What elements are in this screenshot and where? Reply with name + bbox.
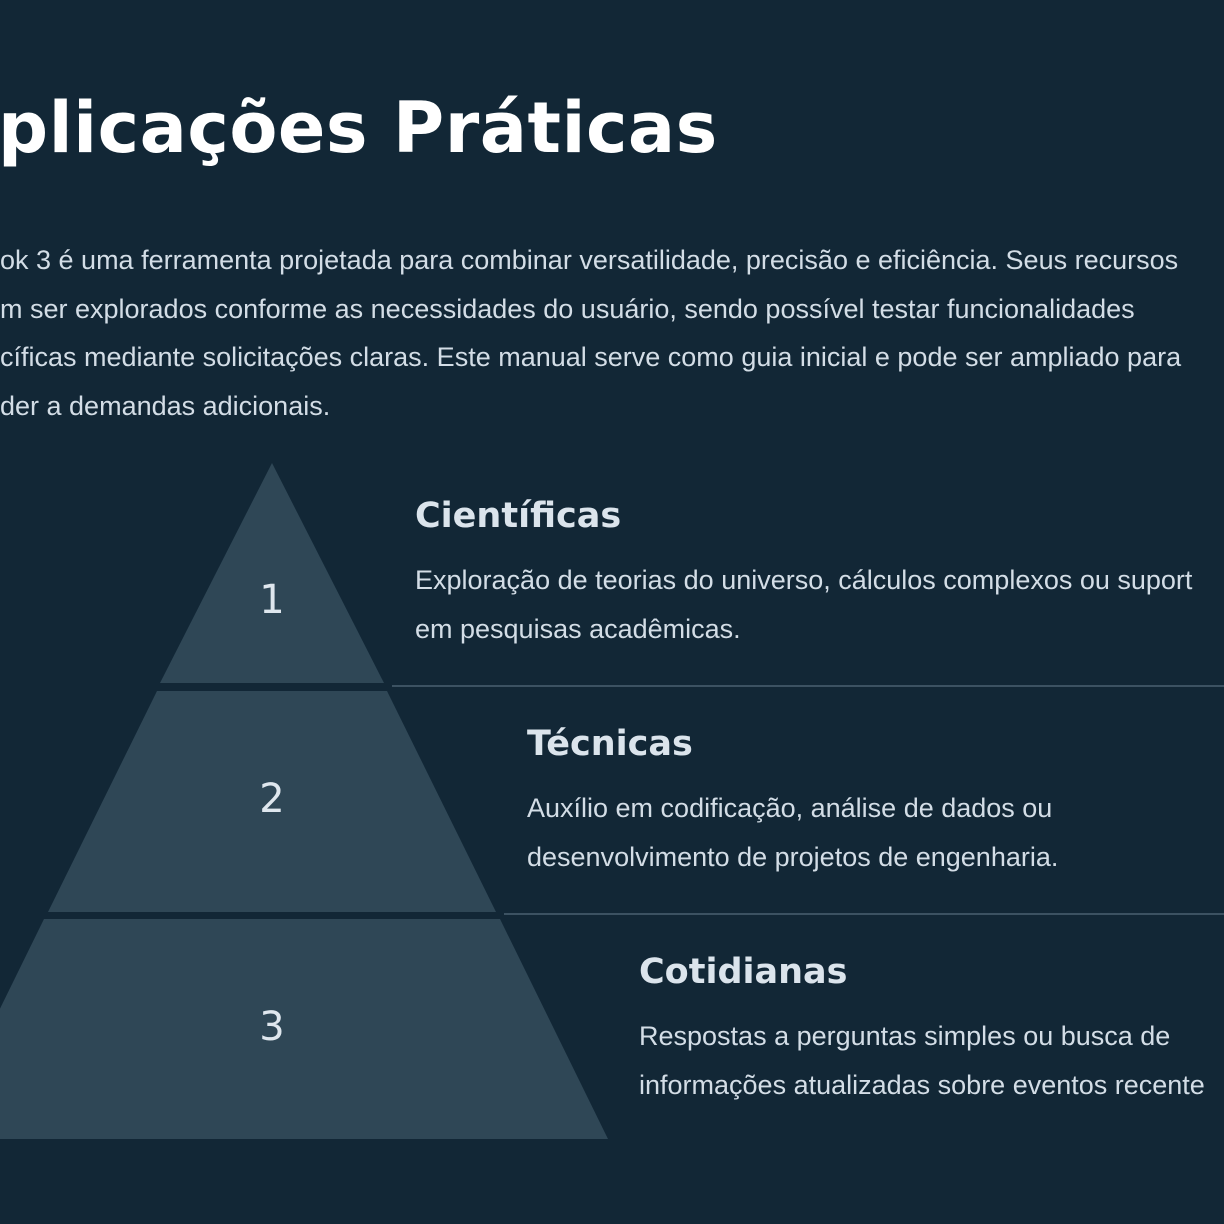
tier-divider-1: [392, 685, 1224, 687]
pyramid-tier-2: [48, 691, 496, 912]
tier-2-description-line: Auxílio em codificação, análise de dados…: [527, 793, 1053, 823]
tier-3-description-line: informações atualizadas sobre eventos re…: [639, 1069, 1205, 1100]
tier-3-title: Cotidianas: [639, 952, 848, 992]
intro-line: cíficas mediante solicitações claras. Es…: [0, 342, 1182, 372]
intro-line: der a demandas adicionais.: [0, 390, 331, 421]
tier-divider-2: [504, 913, 1224, 915]
pyramid-tier-3-number: 3: [259, 1004, 284, 1050]
tier-2-description: Auxílio em codificação, análise de dados…: [527, 784, 1058, 881]
tier-3-description-block: Cotidianas Respostas a perguntas simples…: [639, 950, 1205, 1109]
tier-2-description-line: desenvolvimento de projetos de engenhari…: [527, 841, 1059, 872]
tier-1-description-line: Exploração de teorias do universo, cálcu…: [415, 565, 1193, 595]
tier-1-title: Científicas: [415, 496, 622, 536]
tier-2-title: Técnicas: [527, 724, 693, 764]
pyramid-tier-2-number: 2: [259, 776, 284, 822]
tier-1-description-block: Científicas Exploração de teorias do uni…: [415, 494, 1192, 653]
intro-line: m ser explorados conforme as necessidade…: [0, 293, 1135, 324]
page-title: plicações Práticas: [0, 87, 718, 169]
tier-3-description: Respostas a perguntas simples ou busca d…: [639, 1012, 1205, 1109]
pyramid-tier-3: [0, 919, 608, 1139]
intro-line: ok 3 é uma ferramenta projetada para com…: [0, 245, 1179, 275]
pyramid-tier-1: [160, 463, 384, 683]
pyramid-tier-1-number: 1: [259, 577, 284, 623]
tier-1-description-line: em pesquisas acadêmicas.: [415, 613, 741, 644]
intro-paragraph: ok 3 é uma ferramenta projetada para com…: [0, 236, 1224, 430]
tier-3-description-line: Respostas a perguntas simples ou busca d…: [639, 1021, 1171, 1051]
tier-2-description-block: Técnicas Auxílio em codificação, análise…: [527, 722, 1058, 881]
tier-1-description: Exploração de teorias do universo, cálcu…: [415, 556, 1192, 653]
